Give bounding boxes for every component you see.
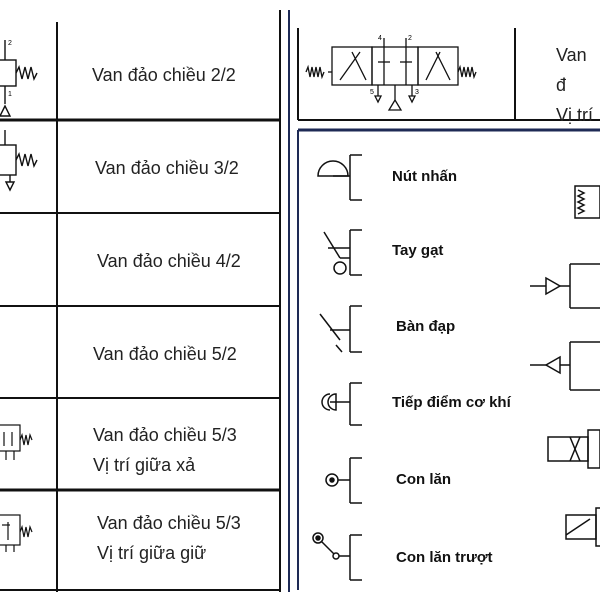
valve-5-3-large-symbol: 4 2 5 3 (305, 35, 477, 111)
valve-symbols-column: 2 1 (0, 40, 38, 552)
label-lever: Tay gạt (392, 242, 444, 259)
spring-icon (574, 185, 600, 219)
solenoid-icon (565, 507, 600, 547)
pilot-release-icon (530, 341, 600, 391)
port-3: 3 (415, 89, 419, 96)
valve-2-2-label: Van đảo chiều 2/2 (92, 65, 236, 85)
valve-5-3-exhaust-symbol (0, 424, 33, 460)
port-2: 2 (408, 35, 412, 42)
push-button-icon (317, 154, 362, 201)
valve-5-3-closed-symbol (0, 514, 33, 552)
valve-5-3-exhaust-label: Van đảo chiều 5/3 Vị trí giữa xả (93, 425, 237, 475)
lever-icon (323, 229, 362, 276)
label-pedal: Bàn đạp (396, 318, 456, 335)
solenoid-pilot-icon (547, 429, 600, 469)
valve-5-2-label: Van đảo chiều 5/2 (93, 344, 237, 364)
label-push-button: Nút nhấn (392, 168, 457, 185)
valve-3-2-symbol (0, 130, 38, 192)
port-5: 5 (370, 89, 374, 96)
valve-3-2-label: Van đảo chiều 3/2 (95, 158, 239, 178)
pedal-icon (319, 305, 362, 353)
port-4: 4 (378, 35, 382, 42)
roller-icon (325, 457, 362, 504)
idle-roller-icon (312, 532, 362, 581)
label-mechanical-contact: Tiếp điểm cơ khí (392, 394, 511, 411)
label-roller: Con lăn (396, 471, 451, 488)
valve-4-2-label: Van đảo chiều 4/2 (97, 251, 241, 271)
valve-5-3-closed-label: Van đảo chiều 5/3 Vị trí giữa giữ (97, 513, 241, 563)
valve-2-2-symbol (0, 40, 38, 117)
label-idle-roller: Con lăn trượt (396, 549, 493, 566)
top-right-label: Van đ Vị trí (556, 45, 594, 125)
pilot-pressure-icon (530, 263, 600, 309)
mechanical-contact-icon (321, 382, 362, 426)
valve-2-2-port-1: 1 (8, 91, 12, 98)
valve-2-2-port-2: 2 (8, 40, 12, 47)
